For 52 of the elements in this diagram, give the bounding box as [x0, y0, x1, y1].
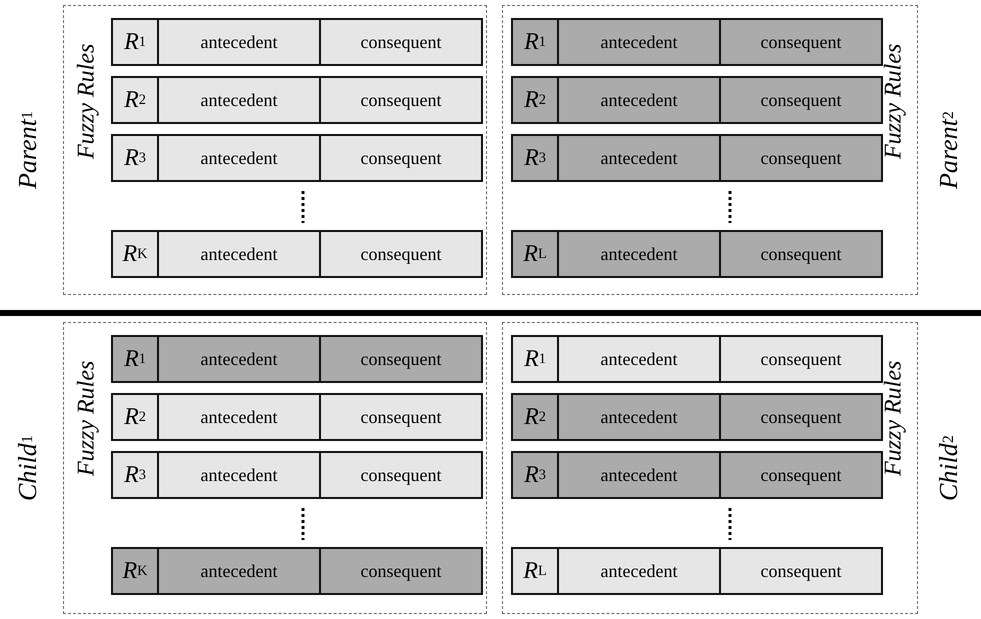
antecedent-cell: antecedent [559, 337, 721, 381]
rule-row [511, 18, 883, 66]
panel-heading: Fuzzy Rules [880, 359, 908, 478]
antecedent-cell: antecedent [159, 20, 321, 64]
antecedent-cell: antecedent [159, 395, 321, 439]
consequent-cell: consequent [721, 78, 881, 122]
rule-row [511, 547, 883, 595]
panel-heading: Fuzzy Rules [880, 42, 908, 162]
rule-row [511, 335, 883, 383]
antecedent-cell: antecedent [559, 20, 721, 64]
consequent-cell: consequent [321, 549, 481, 593]
antecedent-cell: antecedent [559, 136, 721, 180]
consequent-cell: consequent [321, 20, 481, 64]
consequent-cell: consequent [721, 395, 881, 439]
antecedent-cell: antecedent [559, 232, 721, 276]
consequent-cell: consequent [721, 453, 881, 497]
antecedent-cell: antecedent [159, 337, 321, 381]
panel-heading: Fuzzy Rules [72, 359, 100, 478]
rule-row [111, 18, 483, 66]
antecedent-cell: antecedent [159, 549, 321, 593]
rule-row [111, 451, 483, 499]
antecedent-cell: antecedent [559, 395, 721, 439]
rule-row [511, 393, 883, 441]
consequent-cell: consequent [321, 337, 481, 381]
consequent-cell: consequent [721, 232, 881, 276]
consequent-cell: consequent [721, 20, 881, 64]
consequent-cell: consequent [321, 232, 481, 276]
rule-row [511, 230, 883, 278]
rule-row [511, 76, 883, 124]
rule-row [111, 547, 483, 595]
panel-heading: Fuzzy Rules [72, 42, 100, 162]
antecedent-cell: antecedent [559, 549, 721, 593]
consequent-cell: consequent [321, 78, 481, 122]
consequent-cell: consequent [321, 453, 481, 497]
antecedent-cell: antecedent [559, 453, 721, 497]
rule-row [511, 134, 883, 182]
consequent-cell: consequent [321, 136, 481, 180]
antecedent-cell: antecedent [159, 453, 321, 497]
rule-row [111, 134, 483, 182]
consequent-cell: consequent [721, 136, 881, 180]
consequent-cell: consequent [321, 395, 481, 439]
rule-row [511, 451, 883, 499]
antecedent-cell: antecedent [159, 232, 321, 276]
rule-row [111, 76, 483, 124]
antecedent-cell: antecedent [559, 78, 721, 122]
rule-row [111, 230, 483, 278]
consequent-cell: consequent [721, 549, 881, 593]
rule-row [111, 335, 483, 383]
rule-row [111, 393, 483, 441]
consequent-cell: consequent [721, 337, 881, 381]
antecedent-cell: antecedent [159, 136, 321, 180]
antecedent-cell: antecedent [159, 78, 321, 122]
